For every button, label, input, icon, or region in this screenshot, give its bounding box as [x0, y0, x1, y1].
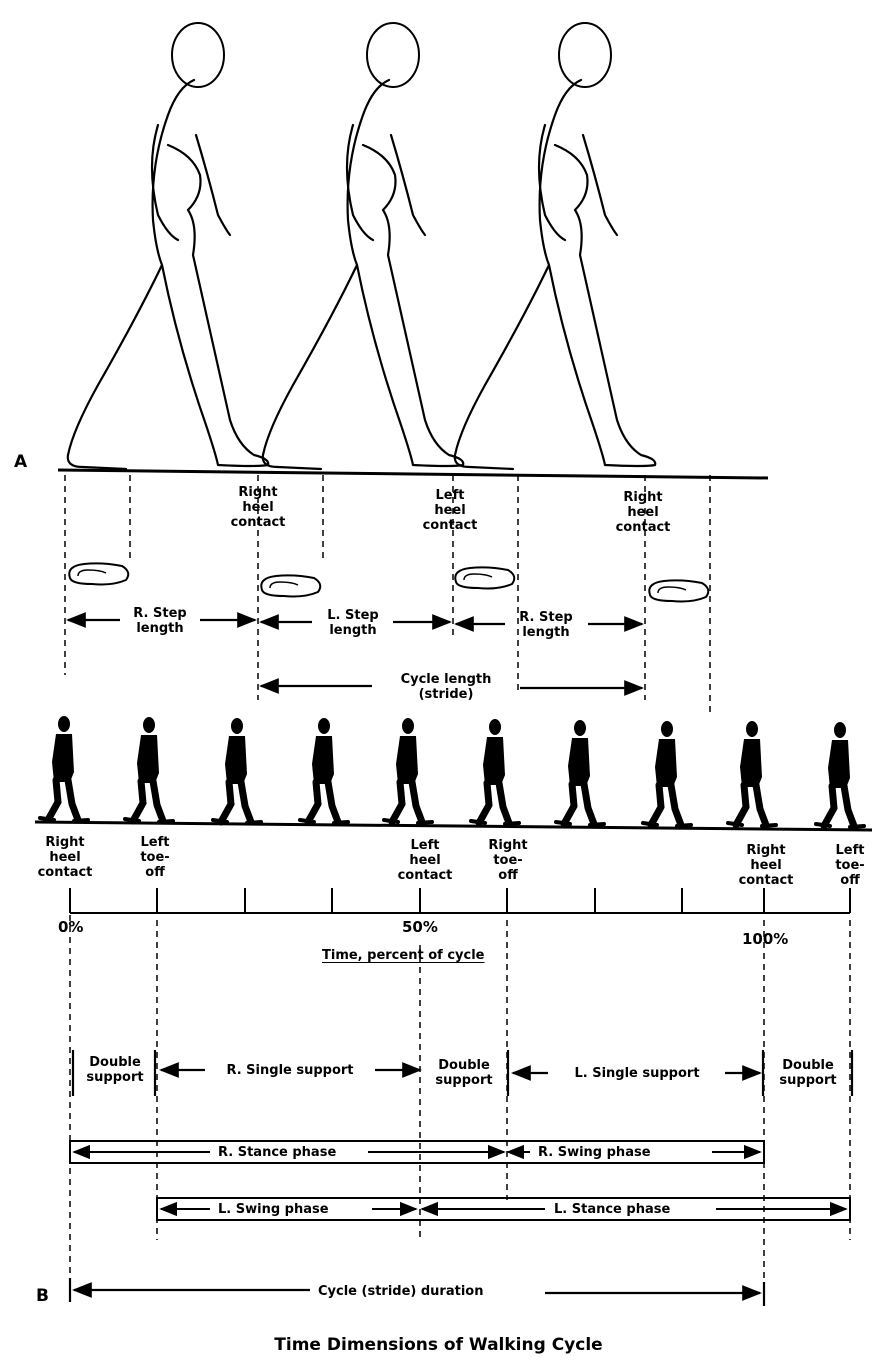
dashed-guides-b [70, 915, 850, 1300]
figure-caption: Time Dimensions of Walking Cycle [0, 1335, 877, 1355]
r-swing-phase-label: R. Swing phase [534, 1145, 655, 1160]
l-stance-phase-label: L. Stance phase [550, 1202, 674, 1217]
event-right-heel-contact-2: Right heel contact [726, 843, 806, 888]
walker-figure-1 [68, 23, 268, 469]
time-axis-label: Time, percent of cycle [322, 948, 484, 963]
event-label-right-heel-contact-2: Right heel contact [603, 490, 683, 535]
r-step-length-label-1: R. Step length [120, 606, 200, 636]
section-b-label: B [36, 1286, 49, 1306]
double-support-label-2: Double support [424, 1058, 504, 1088]
l-step-length-label: L. Step length [313, 608, 393, 638]
event-label-right-heel-contact-1: Right heel contact [218, 485, 298, 530]
event-label-left-heel-contact: Left heel contact [410, 488, 490, 533]
footprint-3 [455, 567, 514, 588]
tick-50-percent: 50% [402, 918, 438, 936]
event-right-heel-contact-1: Right heel contact [30, 835, 100, 880]
tick-0-percent: 0% [58, 918, 83, 936]
cycle-length-label: Cycle length (stride) [372, 672, 520, 702]
silhouette-figures [40, 716, 864, 827]
footprint-1 [69, 563, 128, 584]
l-single-support-label: L. Single support [552, 1066, 722, 1081]
l-swing-phase-label: L. Swing phase [214, 1202, 333, 1217]
phase-bars [70, 1141, 850, 1220]
walker-figure-3 [455, 23, 655, 469]
event-left-heel-contact: Left heel contact [385, 838, 465, 883]
double-support-label-3: Double support [766, 1058, 850, 1088]
ground-line-b [35, 822, 872, 830]
event-left-toe-off-1: Left toe- off [130, 835, 180, 880]
footprint-2 [261, 575, 320, 596]
time-axis [70, 888, 850, 913]
footprint-4 [649, 580, 708, 601]
cycle-duration-label: Cycle (stride) duration [314, 1284, 487, 1299]
event-right-toe-off: Right toe- off [478, 838, 538, 883]
tick-100-percent: 100% [742, 930, 788, 948]
ground-line-a [58, 470, 768, 478]
r-single-support-label: R. Single support [210, 1063, 370, 1078]
double-support-label-1: Double support [76, 1055, 154, 1085]
r-step-length-label-2: R. Step length [506, 610, 586, 640]
section-a-label: A [14, 452, 27, 472]
r-stance-phase-label: R. Stance phase [214, 1145, 340, 1160]
event-left-toe-off-2: Left toe- off [826, 843, 874, 888]
walker-figure-2 [263, 23, 463, 469]
